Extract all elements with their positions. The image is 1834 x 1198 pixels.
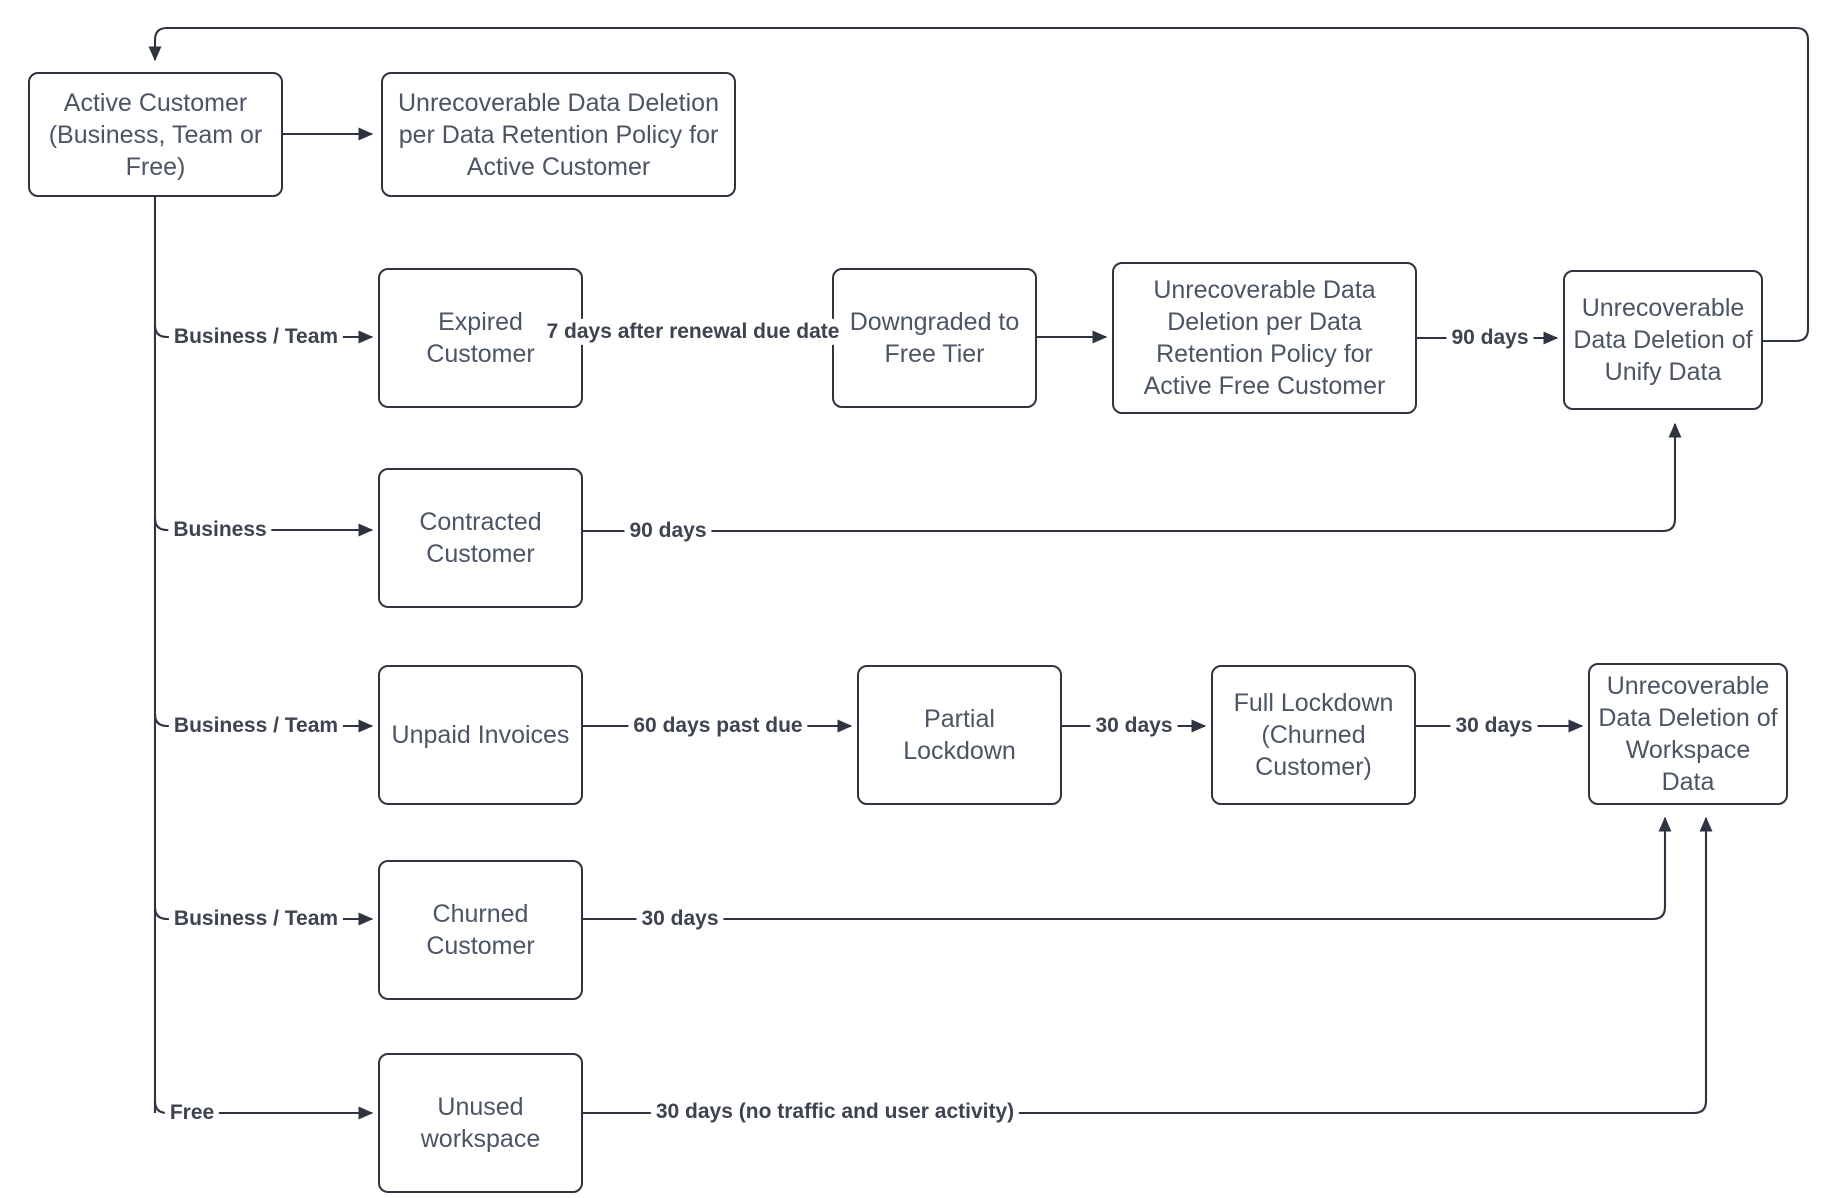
node-downgraded-to-free-tier[interactable]: Downgraded to Free Tier bbox=[832, 268, 1037, 408]
edge-branch-churned bbox=[153, 906, 374, 926]
edge-branch-unpaid bbox=[153, 713, 374, 733]
edge-label-90-days-contracted: 90 days bbox=[624, 518, 712, 544]
node-unrecoverable-data-deletion-active-customer[interactable]: Unrecoverable Data Deletion per Data Ret… bbox=[381, 72, 736, 197]
edge-label-30-days-partial-to-full: 30 days bbox=[1090, 713, 1178, 739]
edge-unify-return-loop bbox=[148, 26, 1810, 343]
node-unrecoverable-data-deletion-active-free-customer[interactable]: Unrecoverable Data Deletion per Data Ret… bbox=[1112, 262, 1417, 414]
node-contracted-customer[interactable]: Contracted Customer bbox=[378, 468, 583, 608]
edge-label-7-days-after-renewal-due-date: 7 days after renewal due date bbox=[541, 318, 845, 346]
edge-churned-to-workspace-deletion bbox=[583, 816, 1672, 921]
node-full-lockdown-churned-customer[interactable]: Full Lockdown (Churned Customer) bbox=[1211, 665, 1416, 805]
node-unpaid-invoices[interactable]: Unpaid Invoices bbox=[378, 665, 583, 805]
edge-contracted-to-unify bbox=[583, 422, 1682, 533]
edge-unused-to-workspace-deletion bbox=[583, 816, 1713, 1115]
node-unrecoverable-data-deletion-unify-data[interactable]: Unrecoverable Data Deletion of Unify Dat… bbox=[1563, 270, 1763, 410]
edge-label-business-team-churned: Business / Team bbox=[168, 906, 344, 932]
edge-label-business-contracted: Business bbox=[168, 517, 272, 543]
edge-label-business-team-expired: Business / Team bbox=[168, 324, 344, 350]
edge-label-60-days-past-due: 60 days past due bbox=[628, 713, 808, 739]
edge-branch-expired bbox=[153, 324, 374, 344]
node-unrecoverable-data-deletion-workspace-data[interactable]: Unrecoverable Data Deletion of Workspace… bbox=[1588, 663, 1788, 805]
node-unused-workspace[interactable]: Unused workspace bbox=[378, 1053, 583, 1193]
edge-label-30-days-no-traffic-and-user-activity: 30 days (no traffic and user activity) bbox=[650, 1099, 1020, 1125]
node-churned-customer[interactable]: Churned Customer bbox=[378, 860, 583, 1000]
edge-label-30-days-full-to-deletion: 30 days bbox=[1450, 713, 1538, 739]
node-active-customer[interactable]: Active Customer (Business, Team or Free) bbox=[28, 72, 283, 197]
edge-label-30-days-churned: 30 days bbox=[636, 906, 724, 932]
edge-branch-contracted bbox=[153, 517, 374, 537]
node-partial-lockdown[interactable]: Partial Lockdown bbox=[857, 665, 1062, 805]
edge-label-free-unused: Free bbox=[164, 1100, 220, 1126]
edge-label-business-team-unpaid: Business / Team bbox=[168, 713, 344, 739]
edge-label-90-days-free-to-unify: 90 days bbox=[1446, 325, 1534, 351]
